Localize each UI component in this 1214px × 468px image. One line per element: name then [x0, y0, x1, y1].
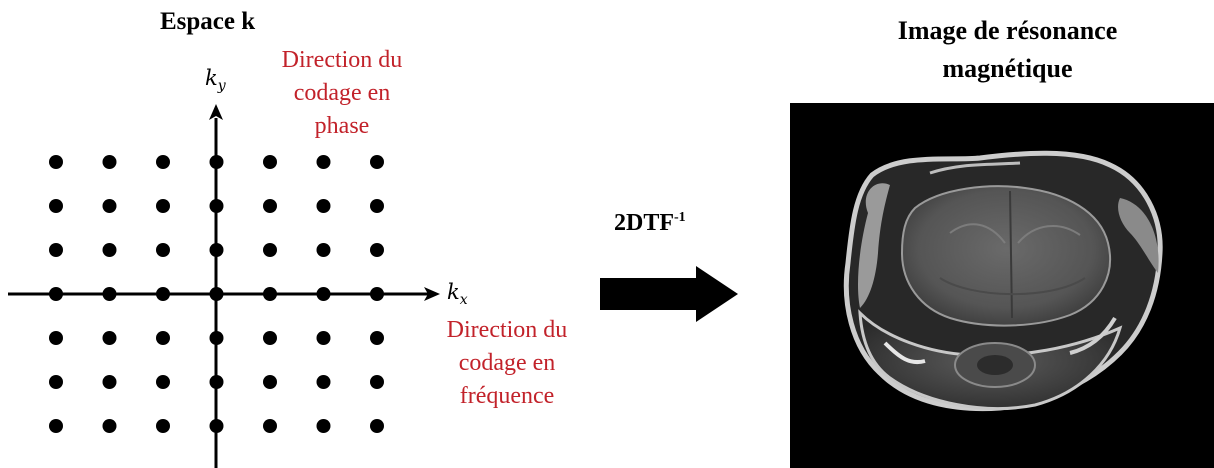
kspace-sample-point — [156, 419, 170, 433]
kx-axis-arrowhead — [424, 287, 440, 301]
mri-brain-scan — [843, 150, 1163, 412]
phase-note-line: codage en — [293, 80, 391, 106]
kspace-sample-point — [156, 375, 170, 389]
kspace-sample-point — [156, 243, 170, 257]
mri-title: Image de résonance magnétique — [835, 12, 1180, 88]
kspace-sample-point — [49, 375, 63, 389]
kspace-sample-point — [316, 199, 331, 213]
kspace-sample-point — [102, 243, 117, 257]
frequency-encoding-note: Direction du codage en fréquence — [418, 314, 596, 413]
kspace-title: Espace k — [160, 8, 256, 35]
kspace-sample-point — [370, 155, 384, 169]
phase-encoding-note: Direction du codage en phase — [262, 44, 422, 143]
mri-title-line: magnétique — [942, 54, 1073, 83]
kspace-sample-point — [263, 331, 277, 345]
kspace-sample-point — [102, 155, 117, 169]
kspace-sample-point — [49, 331, 63, 345]
kspace-sample-point — [263, 155, 277, 169]
kspace-sample-point — [263, 419, 277, 433]
kspace-sample-point — [263, 199, 277, 213]
kspace-sample-point — [316, 243, 331, 257]
mri-title-line: Image de résonance — [897, 16, 1118, 45]
ky-axis-arrowhead — [209, 104, 223, 120]
inverse-2d-fourier-label: 2DTF-1 — [614, 210, 686, 236]
kspace-sample-point — [370, 199, 384, 213]
transform-arrow-icon — [600, 266, 738, 322]
kspace-sample-point — [263, 243, 277, 257]
kspace-sample-point — [316, 155, 331, 169]
kspace-sample-point — [316, 419, 331, 433]
kspace-sample-point — [102, 419, 117, 433]
mri-image — [790, 103, 1214, 468]
kspace-sample-point — [370, 419, 384, 433]
freq-note-line: Direction du — [446, 317, 568, 343]
kspace-sample-point — [102, 375, 117, 389]
kspace-sample-point — [156, 199, 170, 213]
kspace-diagram — [8, 104, 440, 468]
kspace-sample-grid — [49, 155, 384, 433]
kspace-sample-point — [156, 331, 170, 345]
kspace-sample-point — [102, 331, 117, 345]
kspace-sample-point — [316, 375, 331, 389]
kspace-sample-point — [49, 155, 63, 169]
kspace-sample-point — [370, 243, 384, 257]
freq-note-line: fréquence — [459, 383, 555, 409]
phase-note-line: phase — [314, 113, 370, 139]
kspace-sample-point — [49, 419, 63, 433]
freq-note-line: codage en — [458, 350, 556, 376]
kspace-sample-point — [49, 243, 63, 257]
kspace-sample-point — [156, 155, 170, 169]
kspace-sample-point — [102, 199, 117, 213]
kx-label: kx — [447, 280, 468, 309]
kspace-sample-point — [316, 331, 331, 345]
ky-label: ky — [205, 66, 226, 95]
kspace-sample-point — [370, 331, 384, 345]
phase-note-line: Direction du — [281, 47, 403, 73]
kspace-sample-point — [263, 375, 277, 389]
kspace-sample-point — [370, 375, 384, 389]
kspace-sample-point — [49, 199, 63, 213]
